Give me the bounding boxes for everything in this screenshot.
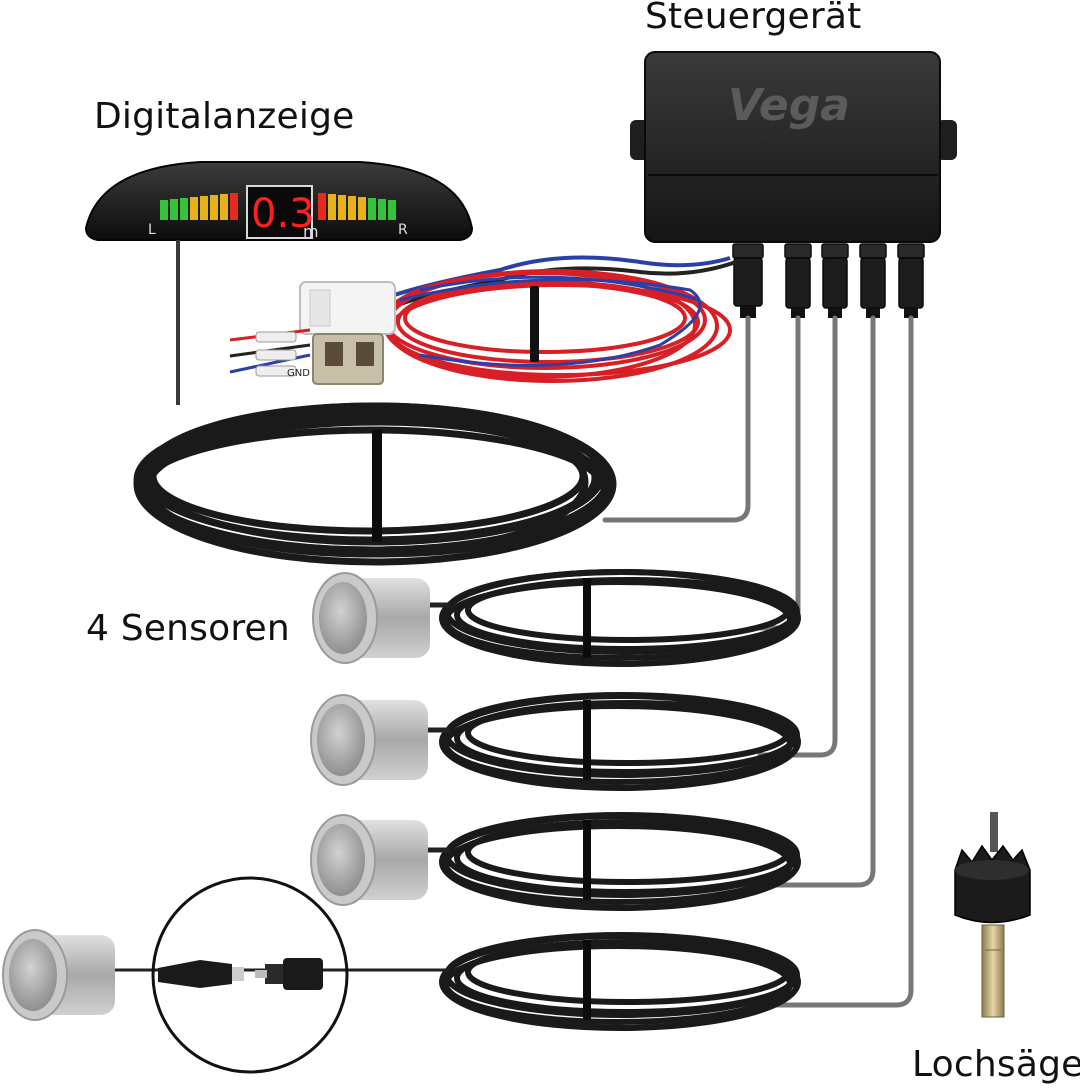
left-label: L — [148, 222, 156, 238]
digital-display-icon: 0.3 m L R — [84, 161, 474, 405]
unit-label: m — [303, 222, 319, 241]
sensor-row-1 — [312, 569, 801, 667]
control-unit-icon: Vega — [630, 51, 957, 318]
display-label: Digitalanzeige — [94, 96, 355, 137]
ultrasonic-sensor-icon — [310, 694, 428, 786]
connector-plug-icon — [158, 958, 323, 990]
right-label: R — [398, 222, 408, 238]
brand-logo: Vega — [728, 80, 850, 131]
ultrasonic-sensor-icon — [312, 572, 430, 664]
connector-zoom — [151, 876, 349, 1074]
ultrasonic-sensor-icon — [310, 814, 428, 906]
fuse-tag: GND — [287, 368, 310, 379]
control-unit-label: Steuergerät — [645, 0, 862, 37]
sensor-row-2 — [310, 692, 801, 791]
ultrasonic-sensor-icon — [2, 929, 115, 1021]
distance-readout: 0.3 — [251, 191, 315, 237]
sensor-row-3 — [310, 812, 801, 911]
sensors-label: 4 Sensoren — [86, 608, 290, 649]
sensor-row-4 — [2, 876, 801, 1074]
power-harness: GND — [229, 255, 737, 385]
hole-saw-label: Lochsäge — [912, 1044, 1080, 1085]
hole-saw-icon — [954, 812, 1031, 1018]
